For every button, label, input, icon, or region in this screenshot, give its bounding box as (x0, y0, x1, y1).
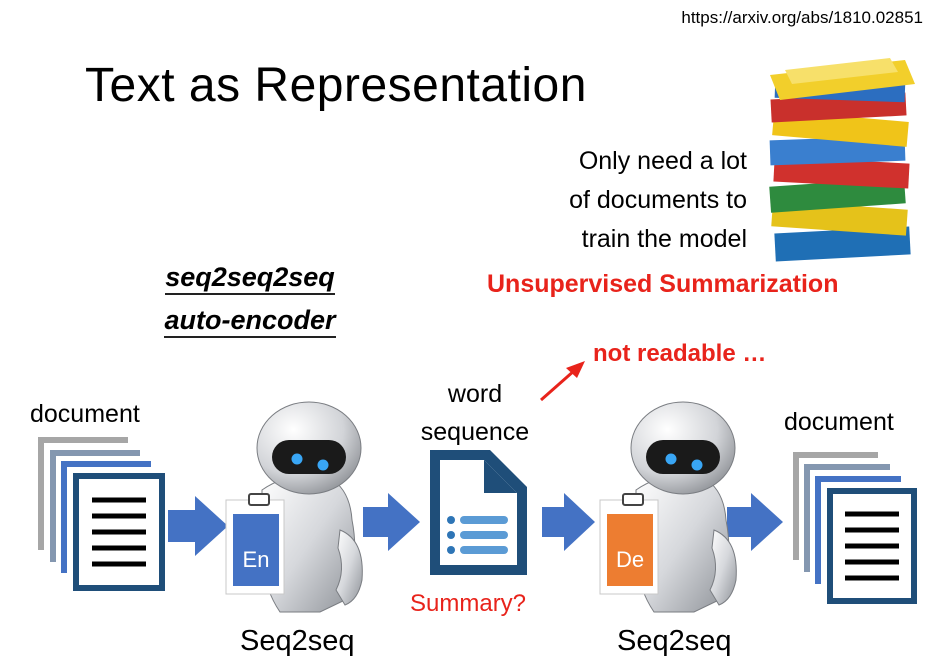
word-sequence-label: word sequence (410, 375, 540, 451)
not-readable-label: not readable … (593, 340, 767, 367)
output-document-icon (793, 452, 917, 604)
method-line: auto-encoder (164, 305, 336, 338)
decoder-badge: De (616, 547, 644, 572)
note-line: train the model (581, 225, 747, 253)
source-url[interactable]: https://arxiv.org/abs/1810.02851 (681, 8, 923, 27)
slide-title: Text as Representation (85, 59, 587, 112)
encoder-badge: En (243, 547, 270, 572)
note-line: of documents to (569, 186, 747, 214)
input-document-label: document (30, 400, 140, 428)
encoder-robot-icon (225, 401, 363, 613)
input-document-icon (38, 437, 165, 591)
decoder-robot-icon (599, 401, 737, 613)
unsupervised-label: Unsupervised Summarization (487, 270, 839, 298)
summary-label: Summary? (410, 590, 527, 617)
word-sequence-line: sequence (420, 418, 530, 446)
method-line: seq2seq2seq (165, 262, 335, 295)
red-arrow-icon (540, 361, 585, 402)
flow-arrow-icon (727, 493, 783, 551)
summary-document-icon (430, 450, 527, 575)
flow-arrow-icon (168, 496, 228, 556)
note-line: Only need a lot (578, 147, 747, 175)
flow-arrow-icon (363, 493, 420, 551)
decoder-label: Seq2seq (617, 625, 732, 657)
encoder-label: Seq2seq (240, 625, 355, 657)
word-sequence-line: word (447, 380, 503, 408)
output-document-label: document (784, 408, 894, 436)
method-name: seq2seq2seq auto-encoder (140, 256, 360, 342)
training-note: Only need a lot of documents to train th… (505, 142, 747, 259)
paper-stack-icon (769, 58, 915, 262)
flow-arrow-icon (542, 493, 595, 551)
